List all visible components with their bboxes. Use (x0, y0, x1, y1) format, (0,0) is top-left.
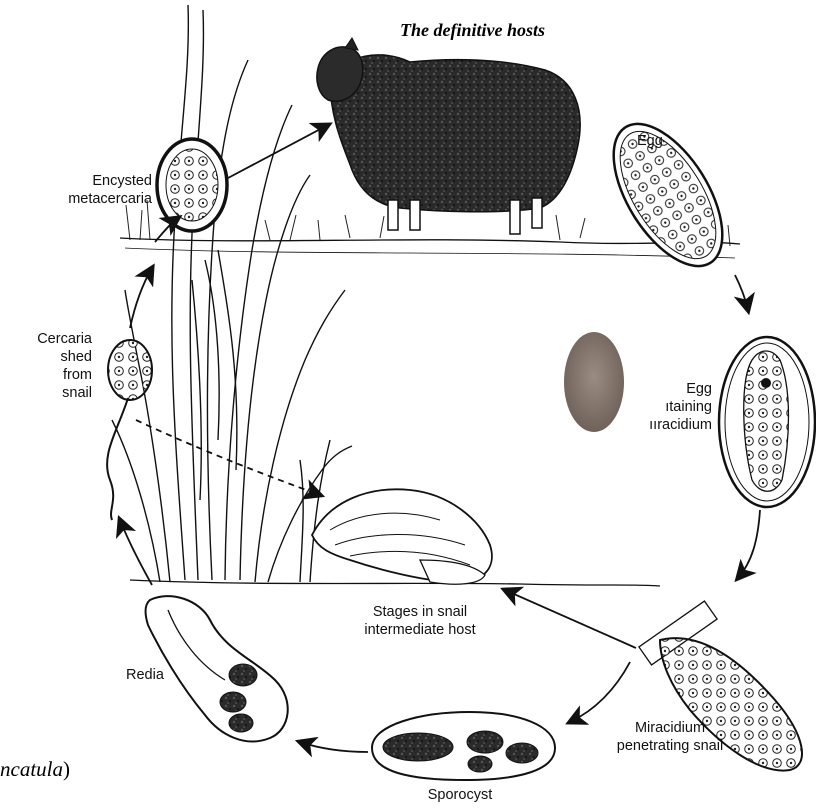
ground-bottom (130, 580, 660, 586)
label-metacercaria-line2: metacercaria (20, 190, 152, 208)
label-redia: Redia (126, 666, 164, 684)
tall-grass (112, 5, 352, 582)
label-egg-miracidium-line2: ıtaining (612, 398, 712, 416)
label-miracidium-line2: penetrating snail (590, 737, 750, 755)
label-sporocyst: Sporocyst (400, 786, 520, 804)
sporocyst-illustration (372, 712, 555, 780)
label-egg-miracidium-line1: Egg (612, 380, 712, 398)
diagram-title: The definitive hosts (400, 20, 545, 41)
label-egg: Egg (637, 132, 663, 150)
sheep-illustration (317, 38, 580, 234)
redia-illustration (146, 596, 288, 741)
cropped-caption: ncatula) (0, 757, 70, 782)
label-cercaria-line1: Cercaria (0, 330, 92, 348)
label-cercaria-line4: snail (0, 384, 92, 402)
label-snail-stages-line2: intermediate host (325, 621, 515, 639)
label-metacercaria-line1: Encysted (20, 172, 152, 190)
label-cercaria-line2: shed (0, 348, 92, 366)
caption-italic: ncatula (0, 757, 63, 781)
label-snail-stages-line1: Stages in snail (325, 603, 515, 621)
metacercaria-illustration (157, 139, 227, 231)
label-egg-miracidium-line3: ııracidium (612, 416, 712, 434)
egg-with-miracidium-illustration (719, 337, 815, 507)
cercaria-illustration (107, 340, 152, 520)
label-cercaria-line3: from (0, 366, 92, 384)
snail-illustration (312, 489, 492, 584)
caption-tail: ) (63, 757, 70, 781)
label-miracidium-line1: Miracidium (590, 719, 750, 737)
